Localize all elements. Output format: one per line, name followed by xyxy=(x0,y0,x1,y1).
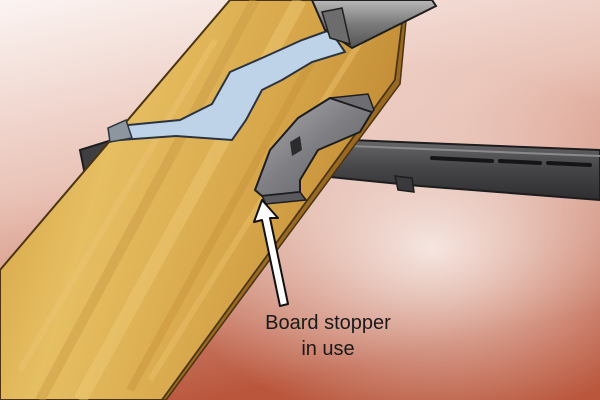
board-stopper-caption: Board stopper in use xyxy=(228,310,428,362)
caption-line-1: Board stopper xyxy=(265,312,391,334)
chisel-tool xyxy=(107,0,438,143)
arrow-icon xyxy=(253,199,289,307)
board-stopper xyxy=(253,93,375,205)
caption-line-2: in use xyxy=(301,338,355,360)
tapping-bar xyxy=(299,136,600,202)
